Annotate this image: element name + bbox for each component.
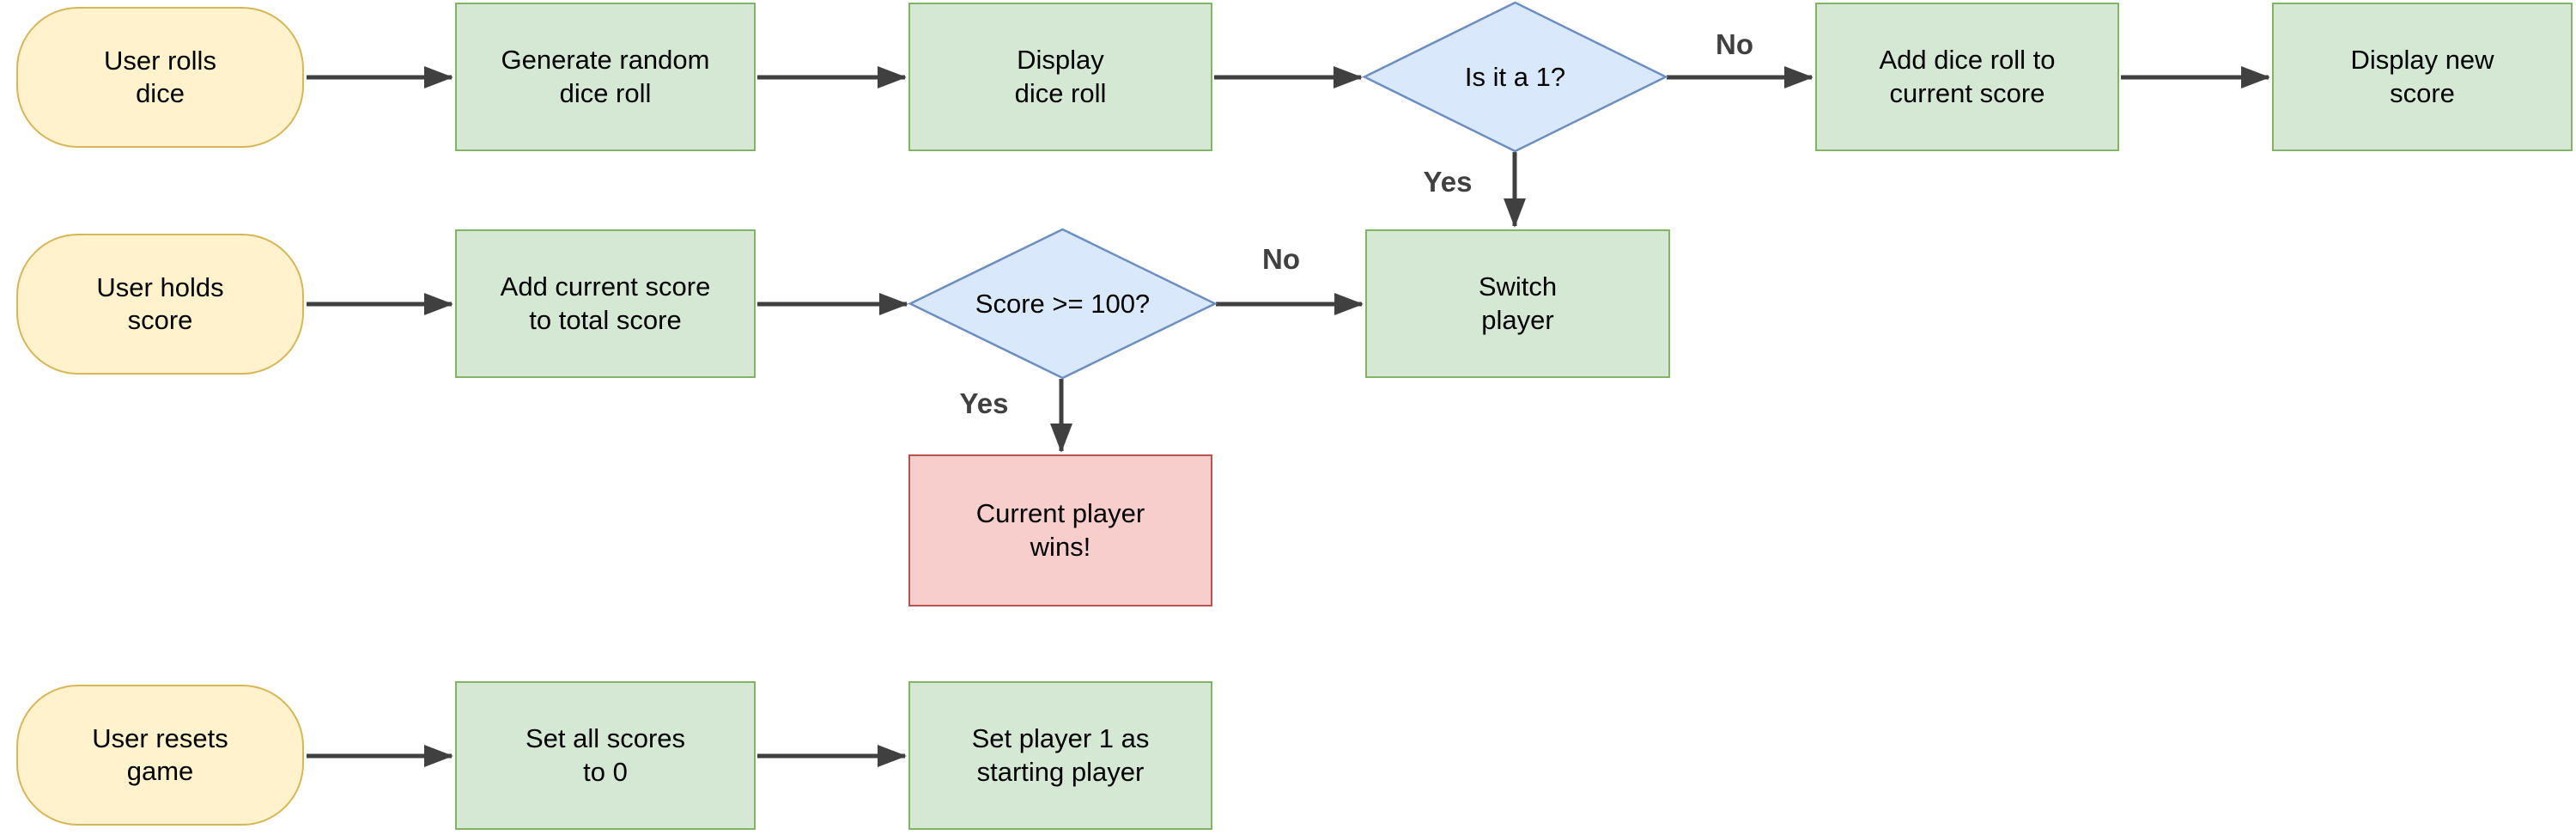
process-set-all-scores-to-0: Set all scores to 0	[455, 681, 756, 830]
decision-score-gte-100-label: Score >= 100?	[975, 288, 1151, 319]
process-generate-random-dice-roll: Generate random dice roll	[455, 3, 756, 151]
decision-is-it-a-1-label: Is it a 1?	[1464, 61, 1566, 92]
decision-score-gte-100-shape	[908, 228, 1218, 380]
process-add-dice-roll-to-current-score: Add dice roll to current score	[1815, 3, 2119, 151]
process-display-dice-roll: Display dice roll	[908, 3, 1212, 151]
process-set-player-1-as-starting-player: Set player 1 as starting player	[908, 681, 1212, 830]
process-add-current-score-to-total-score: Add current score to total score	[455, 229, 756, 378]
process-switch-player: Switch player	[1365, 229, 1670, 378]
terminal-user-resets-game: User resets game	[16, 685, 304, 826]
process-display-new-score: Display new score	[2272, 3, 2573, 151]
edge-label-score-gte-100-yes: Yes	[956, 387, 1012, 420]
terminal-user-rolls-dice: User rolls dice	[16, 7, 304, 148]
terminal-current-player-wins: Current player wins!	[908, 454, 1212, 606]
terminal-user-holds-score: User holds score	[16, 234, 304, 375]
decision-is-it-a-1-shape	[1362, 1, 1668, 153]
edge-label-is-it-a-1-no: No	[1712, 28, 1757, 61]
edge-label-score-gte-100-no: No	[1259, 243, 1303, 276]
edge-label-is-it-a-1-yes: Yes	[1419, 166, 1476, 198]
